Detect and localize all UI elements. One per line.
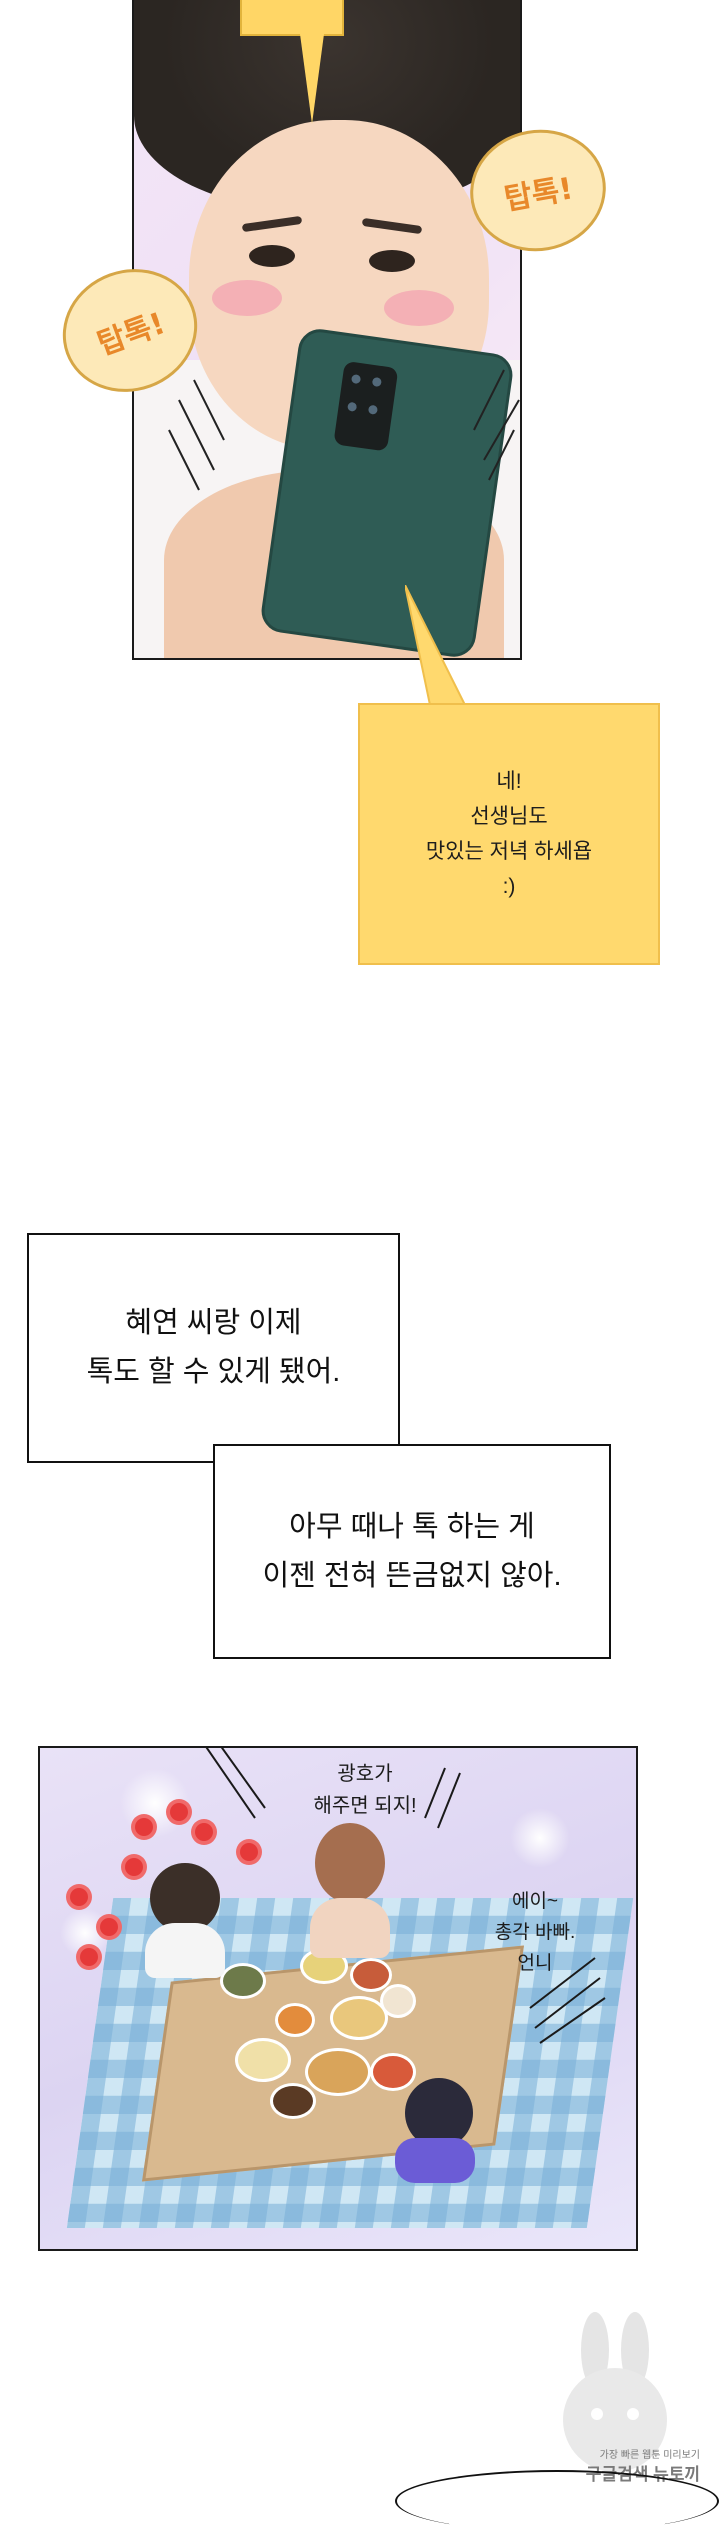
dish xyxy=(330,1996,388,2040)
left-cheek xyxy=(212,280,282,316)
woman-body xyxy=(310,1898,390,1958)
woman-character xyxy=(315,1823,385,1903)
speech-line: 총각 바빠. xyxy=(494,1922,576,1943)
sfx-text-right: 탑톡! xyxy=(501,170,576,218)
right-eye xyxy=(369,250,415,272)
narration-line: 톡도 할 수 있게 됐어. xyxy=(86,1356,341,1388)
narration-box-1: 혜연 씨랑 이제 톡도 할 수 있게 됐어. xyxy=(27,1233,400,1463)
speech-line: 광호가 xyxy=(337,1763,393,1785)
dish xyxy=(380,1984,416,2018)
dish xyxy=(235,2038,291,2082)
speech-line: 에이~ xyxy=(511,1891,559,1912)
speech-bubble-edge xyxy=(395,2470,719,2532)
right-cheek xyxy=(384,290,454,326)
flower xyxy=(135,1818,153,1836)
dish xyxy=(220,1963,266,1999)
caption-tail xyxy=(300,34,324,124)
dish xyxy=(270,2083,316,2119)
flower xyxy=(170,1803,188,1821)
chat-line: 선생님도 xyxy=(470,805,548,828)
chat-line: 네! xyxy=(496,770,522,793)
caption-box-top xyxy=(240,0,344,36)
narration-box-2: 아무 때나 톡 하는 게 이젠 전혀 뜬금없지 않아. xyxy=(213,1444,611,1659)
flower xyxy=(240,1843,258,1861)
picnic-panel: 광호가 해주면 되지! 에이~ 총각 바빠. 언니 xyxy=(38,1746,638,2251)
motion-lines xyxy=(168,369,520,491)
girl-body xyxy=(395,2138,475,2183)
rabbit-logo-icon xyxy=(563,2312,667,2472)
watermark-line-1: 가장 빠른 웹툰 미리보기 xyxy=(599,2450,700,2461)
speech-top: 광호가 해주면 되지! xyxy=(280,1758,450,1822)
man-character xyxy=(150,1863,220,1933)
flower xyxy=(80,1948,98,1966)
flower xyxy=(125,1858,143,1876)
chat-line: :) xyxy=(502,875,516,898)
left-eye xyxy=(249,245,295,267)
flower xyxy=(195,1823,213,1841)
flower xyxy=(100,1918,118,1936)
dish xyxy=(350,1958,392,1992)
narration-line: 이젠 전혀 뜬금없지 않아. xyxy=(262,1559,562,1592)
narration-line: 혜연 씨랑 이제 xyxy=(125,1307,302,1339)
speech-right: 에이~ 총각 바빠. 언니 xyxy=(475,1886,595,1979)
speech-line: 언니 xyxy=(517,1953,553,1974)
sfx-text-left: 탑톡! xyxy=(92,305,170,363)
dish xyxy=(305,2048,371,2096)
girl-character xyxy=(405,2078,473,2148)
sparkle xyxy=(510,1808,570,1868)
narration-line: 아무 때나 톡 하는 게 xyxy=(289,1510,535,1543)
emphasis-lines xyxy=(205,1748,606,2044)
man-body xyxy=(145,1923,225,1978)
speech-line: 해주면 되지! xyxy=(313,1795,417,1817)
chat-line: 맛있는 저녁 하세욥 xyxy=(425,840,593,863)
chat-bubble-tail xyxy=(405,585,465,706)
dish xyxy=(370,2053,416,2091)
dish xyxy=(275,2003,315,2037)
flower xyxy=(70,1888,88,1906)
chat-message-bubble: 네! 선생님도 맛있는 저녁 하세욥 :) xyxy=(358,703,660,965)
